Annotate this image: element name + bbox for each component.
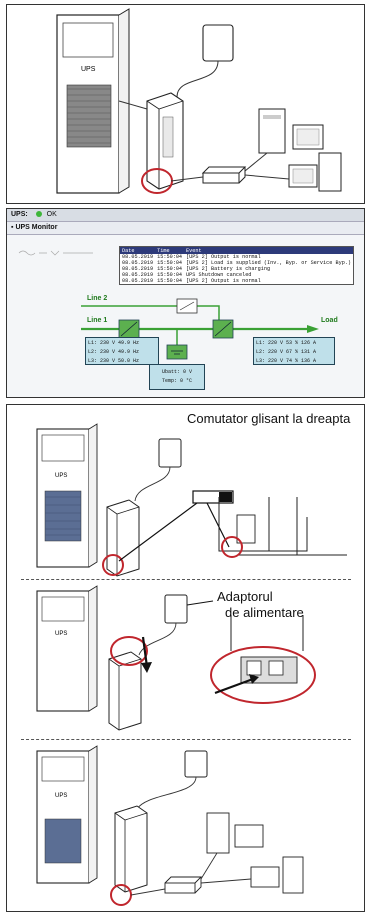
step-1-ups-cabinet [36, 423, 98, 568]
step-2-card-module [108, 651, 142, 731]
load-label: Load [321, 317, 338, 324]
slide-switch-icon [192, 490, 234, 504]
battery-status-box: Ubatt: 0 V Temp: 0 °C [149, 364, 205, 390]
step-1-switch-ring [102, 554, 124, 576]
step-3-card-module [114, 805, 148, 893]
step-1-detail-ring [221, 536, 243, 558]
step-3-network-switch [130, 876, 203, 896]
power-adapter-icon [176, 24, 234, 98]
event-date: 08.05.2019 [122, 254, 154, 260]
step-3-power-adapter [136, 750, 208, 810]
table-row[interactable]: 08.05.2019 15:50:04 [UPS 2] Battery is c… [120, 266, 354, 272]
adapter-callout-line-2: de alimentare [225, 605, 304, 620]
event-text: [UPS 2] Load is supplied (Inv., Byp. or … [186, 260, 352, 266]
monitor-title-bar: ▪ UPS Monitor [7, 222, 364, 235]
vendor-logo [17, 247, 97, 259]
step-2-ups-label: UPS [55, 631, 67, 637]
ups-status-value: OK [46, 211, 57, 218]
battery-voltage: Ubatt: 0 V [161, 369, 192, 375]
step-divider [21, 739, 351, 740]
event-text: UPS Shutdown canceled [186, 272, 252, 278]
monitor-icon: ▪ [11, 224, 14, 231]
column-header: Event [184, 246, 354, 254]
event-date: 08.05.2019 [122, 278, 154, 284]
window-title: UPS Monitor [15, 224, 58, 231]
leader-line [118, 502, 198, 562]
table-row[interactable]: 08.05.2019 15:50:04 UPS Shutdown cancele… [120, 272, 354, 278]
step-1-power-adapter [134, 438, 182, 502]
table-row[interactable]: 08.05.2019 15:50:04 [UPS 2] Load is supp… [120, 260, 354, 266]
event-time: 15:50:04 [157, 272, 183, 278]
column-header: Time [155, 246, 185, 254]
step-3-ups-label: UPS [55, 793, 67, 799]
adapter-callout-line-1: Adaptorul [217, 589, 273, 604]
workstation-icon [244, 152, 342, 192]
input-phase-reading: L2: 230 V 49.9 Hz [88, 349, 140, 355]
line-2-label: Line 2 [87, 295, 108, 302]
step-2-port-ring [210, 646, 316, 704]
step-1-ups-label: UPS [55, 473, 67, 479]
event-log-table: Date Time Event 08.05.2019 15:50:04 [UPS… [119, 246, 355, 285]
step-divider [21, 579, 351, 580]
connection-diagram: UPS [56, 8, 342, 194]
output-phase-reading: L3: 220 V 74 % 136 A [256, 358, 317, 364]
output-phase-reading: L2: 220 V 67 % 131 A [256, 349, 317, 355]
output-measurements-box: L1: 220 V 53 % 126 A L2: 220 V 67 % 131 … [253, 337, 335, 365]
event-time: 15:50:04 [157, 278, 183, 284]
ups-label: UPS [81, 66, 96, 73]
adapter-leader-line [186, 600, 214, 606]
step-1-card-module [106, 499, 140, 577]
line-1-label: Line 1 [87, 317, 108, 324]
event-date: 08.05.2019 [122, 266, 154, 272]
step-3-ups-cabinet [36, 745, 98, 884]
installation-steps-panel: UPS UPS [6, 404, 365, 912]
workstation-icon [244, 108, 324, 172]
switch-callout: Comutator glisant la dreapta [187, 411, 351, 426]
table-row[interactable]: 08.05.2019 15:50:04 [UPS 2] Output is no… [120, 254, 354, 260]
network-switch-icon [170, 166, 247, 184]
event-log-header: Date Time Event [119, 246, 354, 254]
step-3-workstation-icon [200, 812, 264, 880]
input-phase-reading: L1: 230 V 49.9 Hz [88, 340, 140, 346]
ups-detail-closeup [218, 497, 347, 556]
input-measurements-box: L1: 230 V 49.9 Hz L2: 230 V 49.9 Hz L3: … [85, 337, 159, 365]
output-phase-reading: L1: 220 V 53 % 126 A [256, 340, 317, 346]
event-time: 15:50:04 [157, 254, 183, 260]
step-2-ups-cabinet [36, 585, 98, 712]
event-date: 08.05.2019 [122, 260, 154, 266]
event-time: 15:50:04 [157, 266, 183, 272]
ups-cabinet [56, 8, 130, 194]
ups-status-bar: UPS: OK [7, 209, 364, 222]
plug-arrow-icon [214, 677, 254, 695]
event-time: 15:50:04 [157, 260, 183, 266]
ups-status-label: UPS: [11, 211, 28, 218]
event-text: [UPS 2] Battery is charging [186, 266, 271, 272]
logo-scribble [18, 250, 93, 256]
network-card-module [118, 92, 184, 190]
table-row[interactable]: 08.05.2019 15:50:04 [UPS 2] Output is no… [120, 278, 354, 285]
event-text: [UPS 2] Output is normal [186, 278, 261, 284]
installation-steps-drawing: UPS UPS [36, 423, 347, 906]
column-header: Date [119, 246, 156, 254]
step-2-connector-ring [110, 636, 148, 666]
input-phase-reading: L3: 230 V 50.0 Hz [88, 358, 140, 364]
step-2-rear-closeup [230, 615, 304, 684]
step-3-workstation-icon [200, 856, 304, 894]
battery-temperature: Temp: 0 °C [161, 378, 192, 384]
connection-diagram-panel: UPS [6, 4, 365, 204]
status-ok-icon [35, 210, 42, 217]
insert-arrow-icon [141, 636, 149, 668]
event-date: 08.05.2019 [122, 272, 154, 278]
event-text: [UPS 2] Output is normal [186, 254, 261, 260]
ups-monitor-screenshot: UPS: OK ▪ UPS Monitor Date Time Event 08… [6, 208, 365, 398]
step-2-power-adapter [138, 594, 188, 656]
